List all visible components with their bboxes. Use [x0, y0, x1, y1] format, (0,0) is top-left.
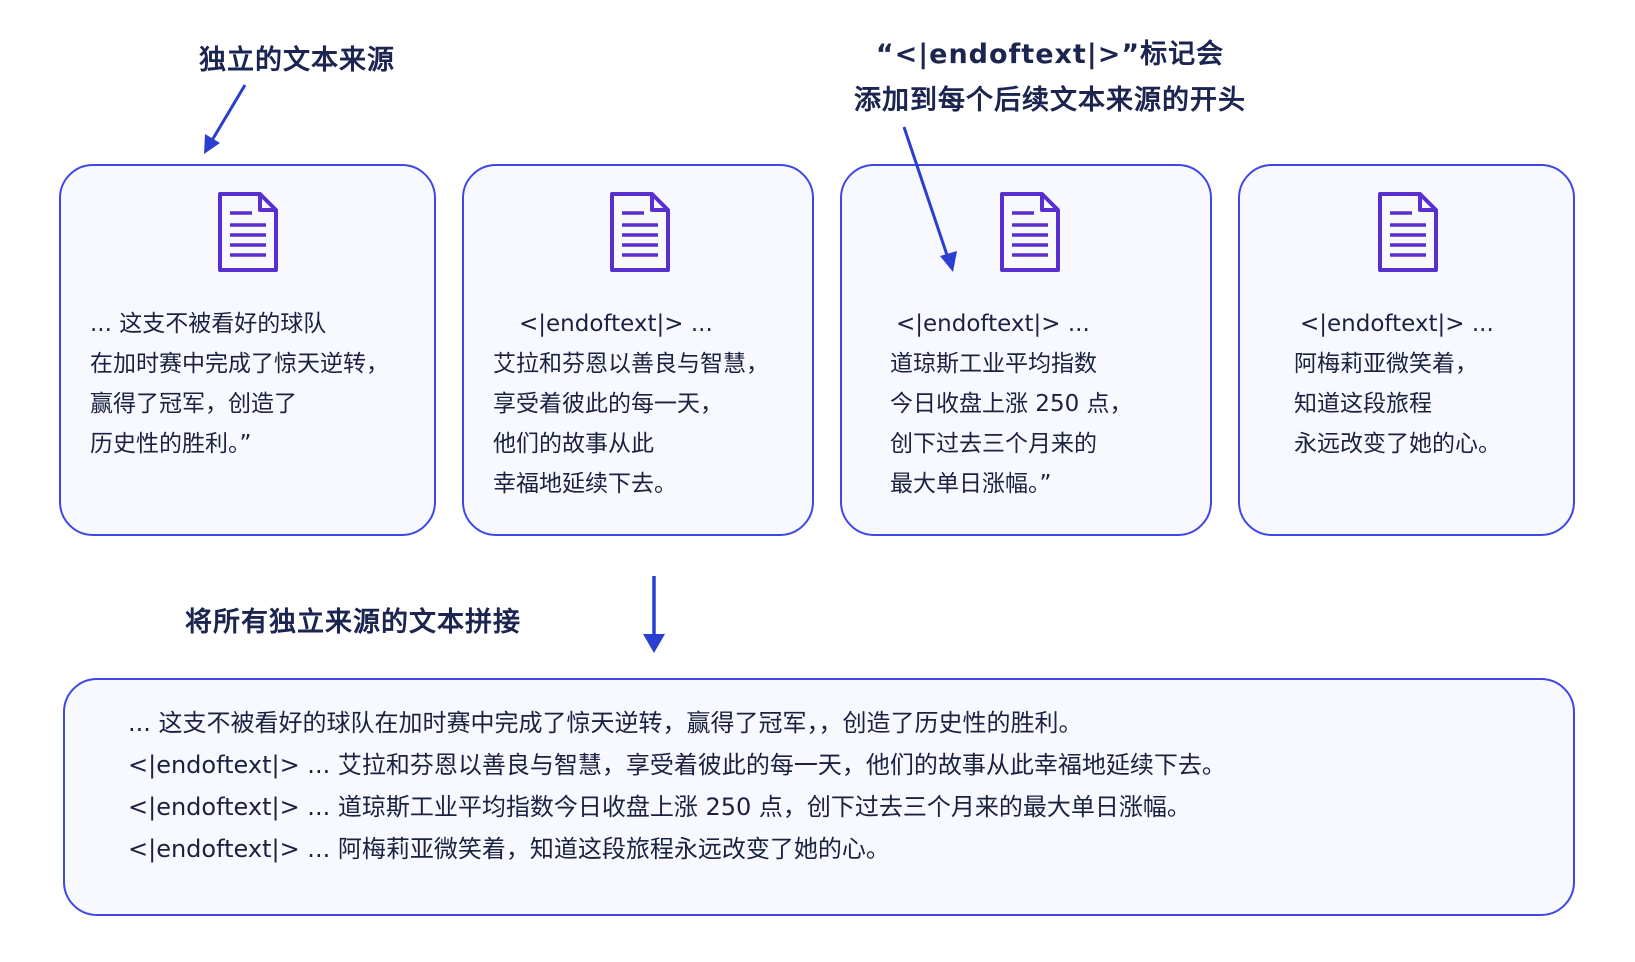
card-line: 在加时赛中完成了惊天逆转，: [90, 351, 389, 377]
card-line: 道琼斯工业平均指数: [890, 351, 1097, 377]
card-line: <|endoftext|> ...: [1300, 311, 1494, 337]
card-line: 最大单日涨幅。”: [890, 471, 1052, 497]
source-card-3: <|endoftext|> ... 道琼斯工业平均指数 今日收盘上涨 250 点…: [840, 164, 1212, 536]
concatenated-result-box: ... 这支不被看好的球队在加时赛中完成了惊天逆转，赢得了冠军，，创造了历史性的…: [63, 678, 1575, 916]
card-line: ... 这支不被看好的球队: [90, 311, 327, 337]
card-line: 历史性的胜利。”: [90, 431, 252, 457]
annotation-concatenate: 将所有独立来源的文本拼接: [185, 607, 521, 638]
source-card-2: <|endoftext|> ... 艾拉和芬恩以善良与智慧， 享受着彼此的每一天…: [462, 164, 814, 536]
arrow-to-first-card: [204, 84, 247, 154]
card-1-text: ... 这支不被看好的球队 在加时赛中完成了惊天逆转， 赢得了冠军，创造了 历史…: [90, 304, 389, 464]
card-line: 赢得了冠军，创造了: [90, 391, 297, 417]
card-line: 阿梅莉亚微笑着，: [1294, 351, 1478, 377]
card-line: <|endoftext|> ...: [896, 311, 1090, 337]
result-line: <|endoftext|> ... 阿梅莉亚微笑着，知道这段旅程永远改变了她的心…: [128, 835, 890, 863]
annotation-independent-sources: 独立的文本来源: [199, 45, 395, 76]
card-line: 今日收盘上涨 250 点，: [890, 391, 1133, 417]
card-line: 知道这段旅程: [1294, 391, 1432, 417]
result-line: ... 这支不被看好的球队在加时赛中完成了惊天逆转，赢得了冠军，，创造了历史性的…: [128, 709, 1083, 737]
concatenated-text: ... 这支不被看好的球队在加时赛中完成了惊天逆转，赢得了冠军，，创造了历史性的…: [128, 702, 1226, 870]
annotation-endoftext-marker: “<|endoftext|>”标记会 添加到每个后续文本来源的开头: [830, 32, 1270, 124]
document-icon: [218, 192, 278, 272]
result-line: <|endoftext|> ... 道琼斯工业平均指数今日收盘上涨 250 点，…: [128, 793, 1191, 821]
source-card-4: <|endoftext|> ... 阿梅莉亚微笑着， 知道这段旅程 永远改变了她…: [1238, 164, 1575, 536]
card-line: 享受着彼此的每一天，: [493, 391, 723, 417]
document-icon: [1378, 192, 1438, 272]
document-icon: [1000, 192, 1060, 272]
document-icon: [610, 192, 670, 272]
card-4-text: <|endoftext|> ... 阿梅莉亚微笑着， 知道这段旅程 永远改变了她…: [1294, 304, 1501, 464]
annotation-marker-line-1: “<|endoftext|>”标记会: [875, 39, 1225, 70]
card-line: 创下过去三个月来的: [890, 431, 1097, 457]
result-line: <|endoftext|> ... 艾拉和芬恩以善良与智慧，享受着彼此的每一天，…: [128, 751, 1226, 779]
card-line: <|endoftext|> ...: [519, 311, 713, 337]
arrow-down-to-result: [643, 576, 665, 653]
card-line: 艾拉和芬恩以善良与智慧，: [493, 351, 769, 377]
card-line: 幸福地延续下去。: [493, 471, 677, 497]
card-2-text: <|endoftext|> ... 艾拉和芬恩以善良与智慧， 享受着彼此的每一天…: [493, 304, 769, 504]
card-3-text: <|endoftext|> ... 道琼斯工业平均指数 今日收盘上涨 250 点…: [890, 304, 1133, 504]
source-card-1: ... 这支不被看好的球队 在加时赛中完成了惊天逆转， 赢得了冠军，创造了 历史…: [59, 164, 436, 536]
card-line: 永远改变了她的心。: [1294, 431, 1501, 457]
card-line: 他们的故事从此: [493, 431, 654, 457]
annotation-marker-line-2: 添加到每个后续文本来源的开头: [854, 85, 1246, 116]
